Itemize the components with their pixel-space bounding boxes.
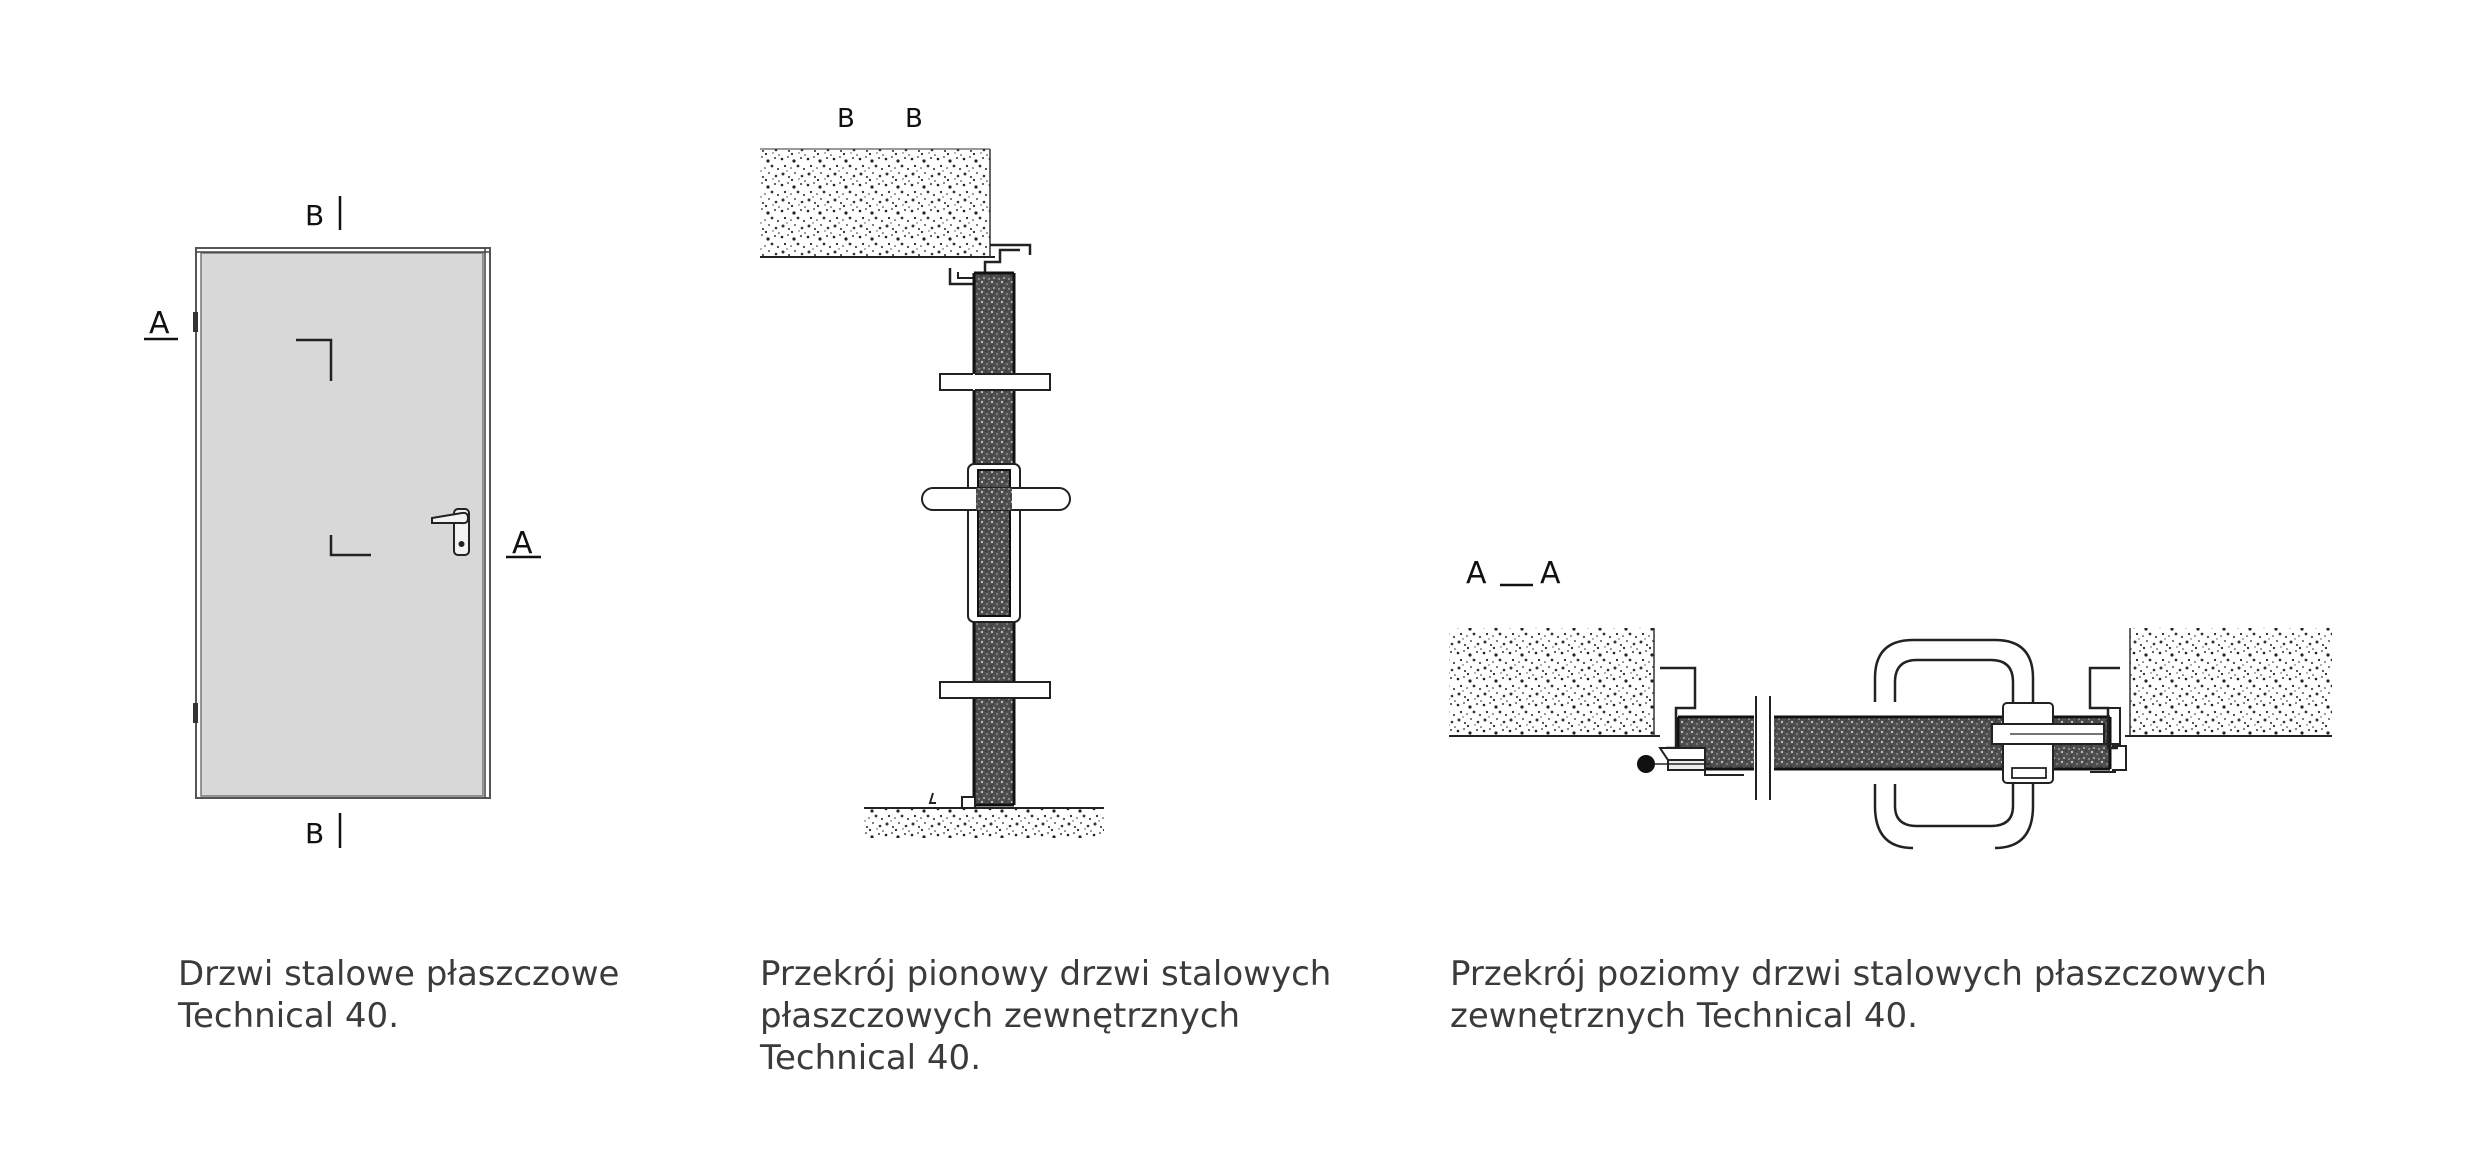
caption-line: Technical 40. — [178, 996, 399, 1036]
mark-a-right: A — [512, 526, 533, 561]
caption-line: zewnętrznych Technical 40. — [1450, 996, 1918, 1036]
mark-a-2: A — [1540, 556, 1561, 591]
frame-left — [1637, 666, 1744, 776]
rail-bottom — [939, 681, 1051, 699]
handle-horizontal — [1873, 638, 2105, 850]
seal-gasket — [1637, 755, 1655, 773]
keyhole-icon — [458, 541, 465, 547]
caption-line: Drzwi stalowe płaszczowe — [178, 954, 620, 994]
frame-right — [2088, 666, 2127, 773]
mark-b-top: B — [305, 199, 324, 232]
mark-b-bottom: B — [305, 817, 324, 850]
mark-b-1: B — [837, 104, 855, 134]
caption-door-elevation: Drzwi stalowe płaszczowe Technical 40. — [178, 953, 619, 1037]
floor-slab — [864, 808, 1104, 838]
handle-section — [921, 463, 1071, 623]
wall-left — [1449, 628, 1654, 736]
wall-right — [2130, 628, 2332, 736]
rail-top — [939, 373, 1051, 391]
caption-line: Technical 40. — [760, 1038, 981, 1078]
caption-horizontal-section: Przekrój poziomy drzwi stalowych płaszcz… — [1450, 953, 2267, 1037]
door-handle — [431, 508, 470, 556]
vertical-section: B B — [760, 104, 1104, 838]
corner-mark-top — [296, 338, 333, 381]
mark-a-left: A — [149, 306, 170, 341]
hinge-top — [193, 312, 198, 332]
caption-line: Przekrój poziomy drzwi stalowych płaszcz… — [1450, 954, 2267, 994]
threshold — [961, 796, 976, 809]
corner-mark-bottom — [329, 535, 371, 557]
horizontal-section: A A — [1449, 556, 2332, 850]
top-frame-profile — [948, 243, 1032, 286]
door-leaf — [200, 252, 484, 797]
hinge-bottom — [193, 703, 198, 723]
caption-line: płaszczowych zewnętrznych — [760, 996, 1241, 1036]
wall-lintel — [760, 149, 990, 257]
door-elevation: B B A A — [144, 196, 541, 850]
mark-b-2: B — [905, 104, 923, 134]
caption-line: Przekrój pionowy drzwi stalowych — [760, 954, 1332, 994]
caption-vertical-section: Przekrój pionowy drzwi stalowych płaszcz… — [760, 953, 1331, 1079]
mark-a-1: A — [1466, 556, 1487, 591]
